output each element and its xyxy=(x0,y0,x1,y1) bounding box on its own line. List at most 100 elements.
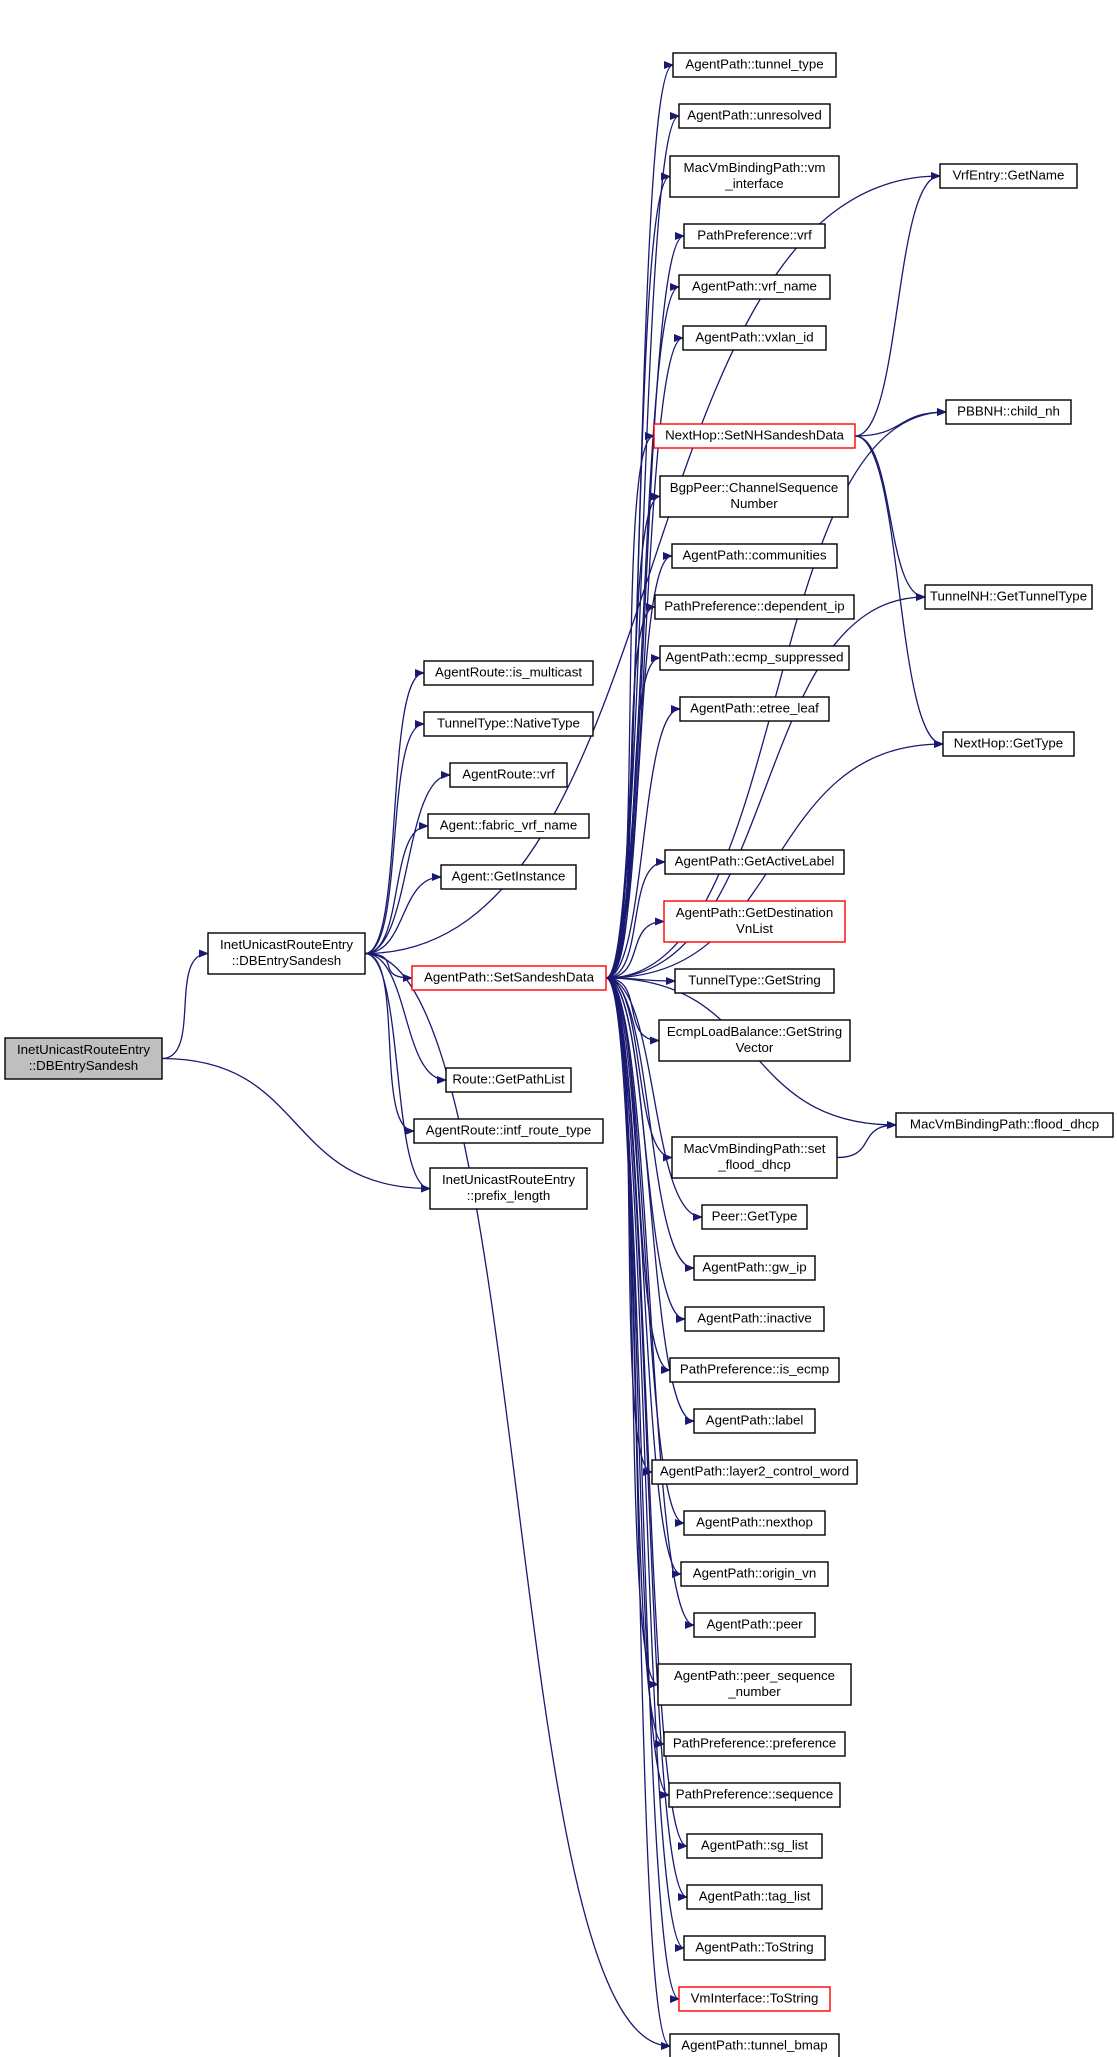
node-unresolved[interactable]: AgentPath::unresolved xyxy=(678,103,831,129)
node-is_multicast[interactable]: AgentRoute::is_multicast xyxy=(423,660,594,686)
node-route_vrf[interactable]: AgentRoute::vrf xyxy=(449,762,568,788)
edge-root-to-prefix_length xyxy=(161,1057,431,1193)
node-tunnel_type[interactable]: AgentPath::tunnel_type xyxy=(672,52,837,78)
node-box xyxy=(671,543,838,569)
edge-setsandesh-to-getdestvnlist xyxy=(605,917,665,979)
edge-setsandesh-to-tunnel_bmap xyxy=(605,977,671,2050)
node-setsandesh[interactable]: AgentPath::SetSandeshData xyxy=(411,965,607,991)
node-box xyxy=(693,1612,816,1638)
node-vrf_getname[interactable]: VrfEntry::GetName xyxy=(939,163,1078,189)
node-label: PathPreference::preference xyxy=(673,1736,836,1751)
edge-setsandesh-to-getactivelabel xyxy=(605,858,666,979)
node-peer_seq[interactable]: AgentPath::peer_sequence_number xyxy=(657,1663,852,1706)
node-ecmp_suppressed[interactable]: AgentPath::ecmp_suppressed xyxy=(659,645,850,671)
node-peer[interactable]: AgentPath::peer xyxy=(693,1612,816,1638)
node-label: PathPreference::dependent_ip xyxy=(664,599,844,614)
node-label[interactable]: AgentPath::label xyxy=(693,1408,816,1434)
node-vxlan_id[interactable]: AgentPath::vxlan_id xyxy=(682,325,827,351)
node-box xyxy=(449,762,568,788)
node-box xyxy=(895,1112,1114,1138)
node-set_flood_dhcp[interactable]: MacVmBindingPath::set_flood_dhcp xyxy=(671,1136,838,1179)
node-label: MacVmBindingPath::set xyxy=(684,1141,826,1156)
node-is_ecmp[interactable]: PathPreference::is_ecmp xyxy=(669,1357,840,1383)
edge-setsandesh-to-tag_list xyxy=(605,977,688,1901)
node-label: _interface xyxy=(724,176,783,191)
node-getinstance[interactable]: Agent::GetInstance xyxy=(440,864,577,890)
node-gettunneltype[interactable]: TunnelNH::GetTunnelType xyxy=(924,584,1093,610)
node-gw_ip[interactable]: AgentPath::gw_ip xyxy=(693,1255,816,1281)
node-fabric_vrf[interactable]: Agent::fabric_vrf_name xyxy=(427,813,590,839)
node-label: AgentPath::peer_sequence xyxy=(674,1668,835,1683)
node-label: AgentPath::tunnel_type xyxy=(685,57,823,72)
node-label: _number xyxy=(727,1684,781,1699)
node-inactive[interactable]: AgentPath::inactive xyxy=(684,1306,825,1332)
node-root[interactable]: InetUnicastRouteEntry::DBEntrySandesh xyxy=(4,1037,163,1080)
node-label: AgentPath::tunnel_bmap xyxy=(681,2038,827,2053)
node-dependent_ip[interactable]: PathPreference::dependent_ip xyxy=(654,594,855,620)
edge-dbentry-to-getpathlist xyxy=(364,952,447,1084)
node-box xyxy=(693,1408,816,1434)
node-flood_dhcp[interactable]: MacVmBindingPath::flood_dhcp xyxy=(895,1112,1114,1138)
edge-setsandesh-to-peer xyxy=(605,977,695,1629)
node-vmi_tostring[interactable]: VmInterface::ToString xyxy=(678,1986,831,2012)
node-box xyxy=(683,223,826,249)
node-tag_list[interactable]: AgentPath::tag_list xyxy=(686,1884,823,1910)
edge-dbentry-to-route_vrf xyxy=(364,771,451,955)
node-label: Agent::GetInstance xyxy=(452,869,566,884)
edge-setsandesh-to-ecmp_getstring xyxy=(605,977,660,1045)
node-setnhsandesh[interactable]: NextHop::SetNHSandeshData xyxy=(653,423,856,449)
edge-setsandesh-to-dependent_ip xyxy=(605,603,656,979)
edge-setsandesh-to-gettunneltype xyxy=(605,593,926,979)
node-box xyxy=(651,1459,858,1485)
node-etree_leaf[interactable]: AgentPath::etree_leaf xyxy=(679,696,830,722)
node-l2cw[interactable]: AgentPath::layer2_control_word xyxy=(651,1459,858,1485)
node-box xyxy=(680,1561,829,1587)
node-box xyxy=(659,475,849,518)
edge-dbentry-to-prefix_length xyxy=(364,952,431,1193)
node-communities[interactable]: AgentPath::communities xyxy=(671,543,838,569)
node-preference[interactable]: PathPreference::preference xyxy=(663,1731,846,1757)
node-box xyxy=(672,52,837,78)
node-nh_gettype[interactable]: NextHop::GetType xyxy=(942,731,1075,757)
node-label: TunnelType::NativeType xyxy=(437,716,580,731)
node-vrf_name[interactable]: AgentPath::vrf_name xyxy=(678,274,831,300)
edge-setnhsandesh-to-gettunneltype xyxy=(854,435,926,601)
edge-dbentry-to-tunnel_bmap xyxy=(364,952,671,2050)
node-label: AgentPath::vxlan_id xyxy=(695,330,813,345)
node-intf_route_type[interactable]: AgentRoute::intf_route_type xyxy=(413,1118,604,1144)
node-label: AgentRoute::vrf xyxy=(462,767,555,782)
node-box xyxy=(427,813,590,839)
node-box xyxy=(678,274,831,300)
node-box xyxy=(411,965,607,991)
node-label: AgentPath::gw_ip xyxy=(702,1260,806,1275)
node-box xyxy=(669,2033,840,2057)
node-dbentry[interactable]: InetUnicastRouteEntry::DBEntrySandesh xyxy=(207,932,366,975)
node-tt_getstring[interactable]: TunnelType::GetString xyxy=(674,968,835,994)
node-origin_vn[interactable]: AgentPath::origin_vn xyxy=(680,1561,829,1587)
nodes-layer: InetUnicastRouteEntry::DBEntrySandeshIne… xyxy=(4,52,1114,2057)
node-label: AgentPath::tag_list xyxy=(699,1889,811,1904)
edge-root-to-dbentry xyxy=(161,949,209,1060)
node-box xyxy=(429,1167,588,1210)
node-getactivelabel[interactable]: AgentPath::GetActiveLabel xyxy=(664,849,845,875)
node-ap_tostring[interactable]: AgentPath::ToString xyxy=(683,1935,826,1961)
node-box xyxy=(693,1255,816,1281)
node-nexthop[interactable]: AgentPath::nexthop xyxy=(683,1510,826,1536)
node-child_nh[interactable]: PBBNH::child_nh xyxy=(945,399,1072,425)
node-sg_list[interactable]: AgentPath::sg_list xyxy=(686,1833,823,1859)
node-pp_vrf[interactable]: PathPreference::vrf xyxy=(683,223,826,249)
node-box xyxy=(659,645,850,671)
node-getpathlist[interactable]: Route::GetPathList xyxy=(445,1067,572,1093)
node-sequence[interactable]: PathPreference::sequence xyxy=(668,1782,841,1808)
node-tunnel_bmap[interactable]: AgentPath::tunnel_bmap xyxy=(669,2033,840,2057)
node-vm_interface[interactable]: MacVmBindingPath::vm_interface xyxy=(669,155,840,198)
node-label: NextHop::SetNHSandeshData xyxy=(665,428,844,443)
node-peer_gettype[interactable]: Peer::GetType xyxy=(701,1204,808,1230)
node-label: AgentPath::ecmp_suppressed xyxy=(665,650,843,665)
node-nativetype[interactable]: TunnelType::NativeType xyxy=(423,711,594,737)
edge-dbentry-to-vrf_getname xyxy=(364,172,941,955)
node-prefix_length[interactable]: InetUnicastRouteEntry::prefix_length xyxy=(429,1167,588,1210)
